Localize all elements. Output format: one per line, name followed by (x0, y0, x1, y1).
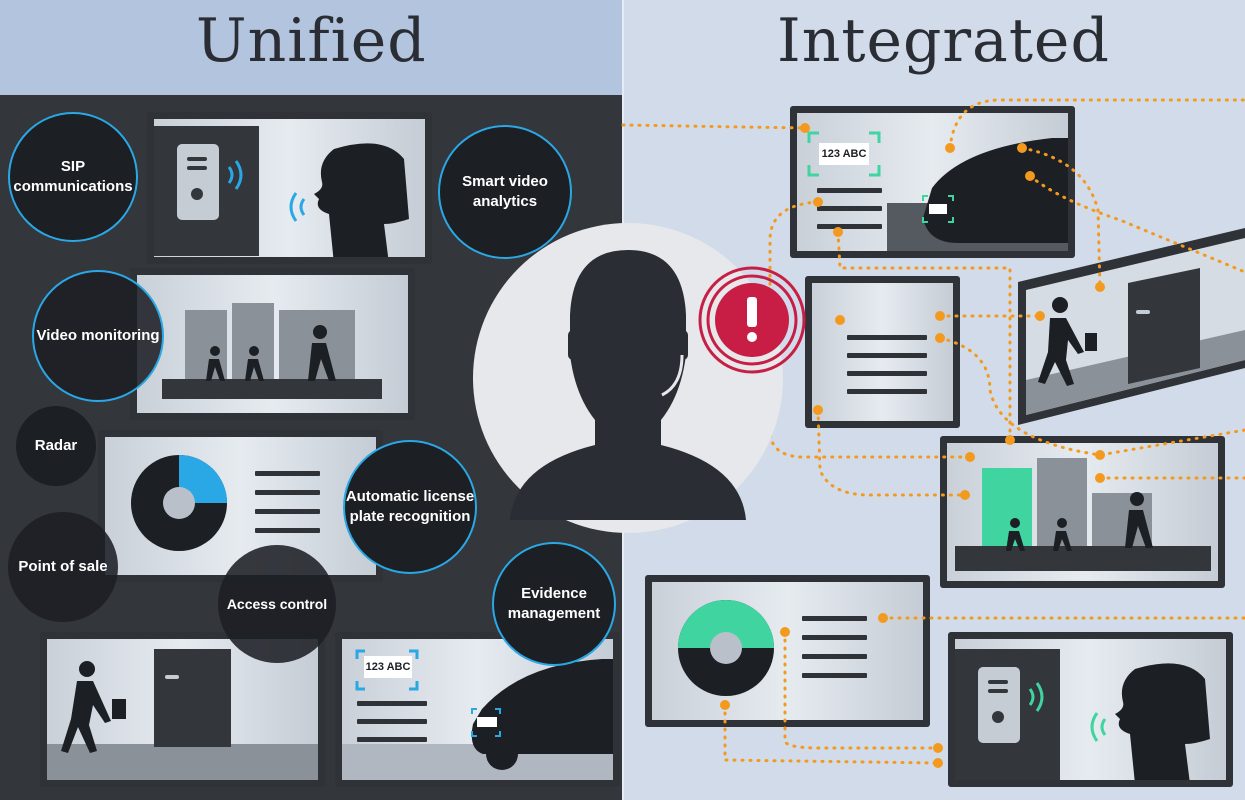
integrated-text-panel (805, 276, 960, 428)
integrated-intercom-panel (948, 632, 1233, 787)
smart-video-analytics-bubble: Smart video analytics (438, 125, 572, 259)
license-plate-left: 123 ABC (364, 656, 412, 678)
unified-title: Unified (196, 6, 427, 76)
center-divider (622, 0, 624, 800)
license-plate-right: 123 ABC (819, 143, 869, 165)
pos-panel (98, 430, 383, 582)
point-of-sale-bubble: Point of sale (8, 512, 118, 622)
sip-communications-bubble: SIP communications (8, 112, 138, 242)
radar-bubble: Radar (16, 406, 96, 486)
intercom-icon (177, 143, 409, 257)
integrated-video-panel (940, 436, 1225, 588)
integrated-alpr-panel: 123 ABC (790, 106, 1075, 258)
door-icon (154, 649, 231, 747)
video-monitoring-bubble: Video monitoring (32, 270, 164, 402)
intercom-panel (147, 112, 432, 264)
integrated-header (623, 0, 1245, 95)
video-monitoring-panel (130, 268, 415, 420)
intercom-icon (978, 663, 1210, 780)
pedestrian-icon (206, 325, 336, 381)
integrated-title: Integrated (777, 6, 1110, 76)
integrated-pos-panel (645, 575, 930, 727)
unified-header (0, 0, 623, 95)
car-icon (342, 649, 613, 780)
access-control-bubble: Access control (218, 545, 336, 663)
pedestrian-icon (61, 661, 111, 753)
alpr-bubble: Automatic license plate recognition (343, 440, 477, 574)
evidence-management-bubble: Evidence management (492, 542, 616, 666)
car-icon (807, 131, 1068, 251)
